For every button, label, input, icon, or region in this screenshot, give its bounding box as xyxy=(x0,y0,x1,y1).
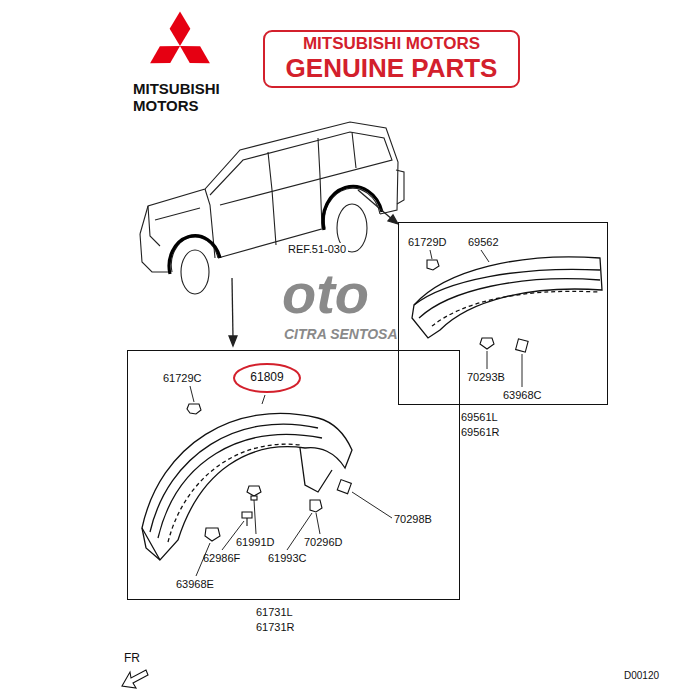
watermark: CITRA SENTOSA xyxy=(284,326,398,342)
part-number-group: 61731L61731R xyxy=(256,605,295,635)
rear-flare-drawing xyxy=(412,257,602,338)
callout-number: 61729C xyxy=(163,372,202,385)
brand-name: MOTORS xyxy=(133,97,199,114)
callout-number: 70296D xyxy=(304,536,343,549)
part-number: 61731L xyxy=(256,605,295,620)
reference-note: REF.51-030 xyxy=(286,243,348,256)
highlight-oval: 61809 xyxy=(233,363,301,393)
callout-number: 62986F xyxy=(203,552,240,565)
part-number: 61731R xyxy=(256,620,295,635)
drawing-code: D00120 xyxy=(624,670,659,682)
fastener-drawing xyxy=(427,260,528,352)
part-number: 69561R xyxy=(461,425,500,440)
leader-line xyxy=(190,386,392,576)
callout-number: 63968C xyxy=(503,389,542,402)
badge-text: MITSUBISHI MOTORS xyxy=(303,35,480,54)
callout-number: 63968E xyxy=(176,578,214,591)
brand-name: MITSUBISHI xyxy=(133,80,220,97)
front-direction-arrow xyxy=(122,670,148,688)
pointer-arrow xyxy=(229,190,398,346)
watermark: oto xyxy=(282,266,369,322)
flare-highlight xyxy=(169,186,382,274)
callout-number: 69562 xyxy=(468,236,499,249)
direction-mark: FR xyxy=(124,652,140,666)
badge-text: GENUINE PARTS xyxy=(286,54,498,83)
callout-number: 70293B xyxy=(467,371,505,384)
callout-number: 61991D xyxy=(236,536,275,549)
fastener-drawing xyxy=(187,404,351,541)
part-number-group: 69561L69561R xyxy=(461,410,500,440)
front-flare-drawing xyxy=(142,413,352,560)
part-number: 69561L xyxy=(461,410,500,425)
leader-line xyxy=(430,250,522,387)
genuine-parts-badge: MITSUBISHI MOTORSGENUINE PARTS xyxy=(263,30,520,88)
callout-number: 61993C xyxy=(268,552,307,565)
brand-logo xyxy=(150,12,210,64)
callout-number: 70298B xyxy=(394,513,432,526)
callout-number: 61729D xyxy=(408,236,447,249)
callout-number: 61809 xyxy=(250,371,283,384)
